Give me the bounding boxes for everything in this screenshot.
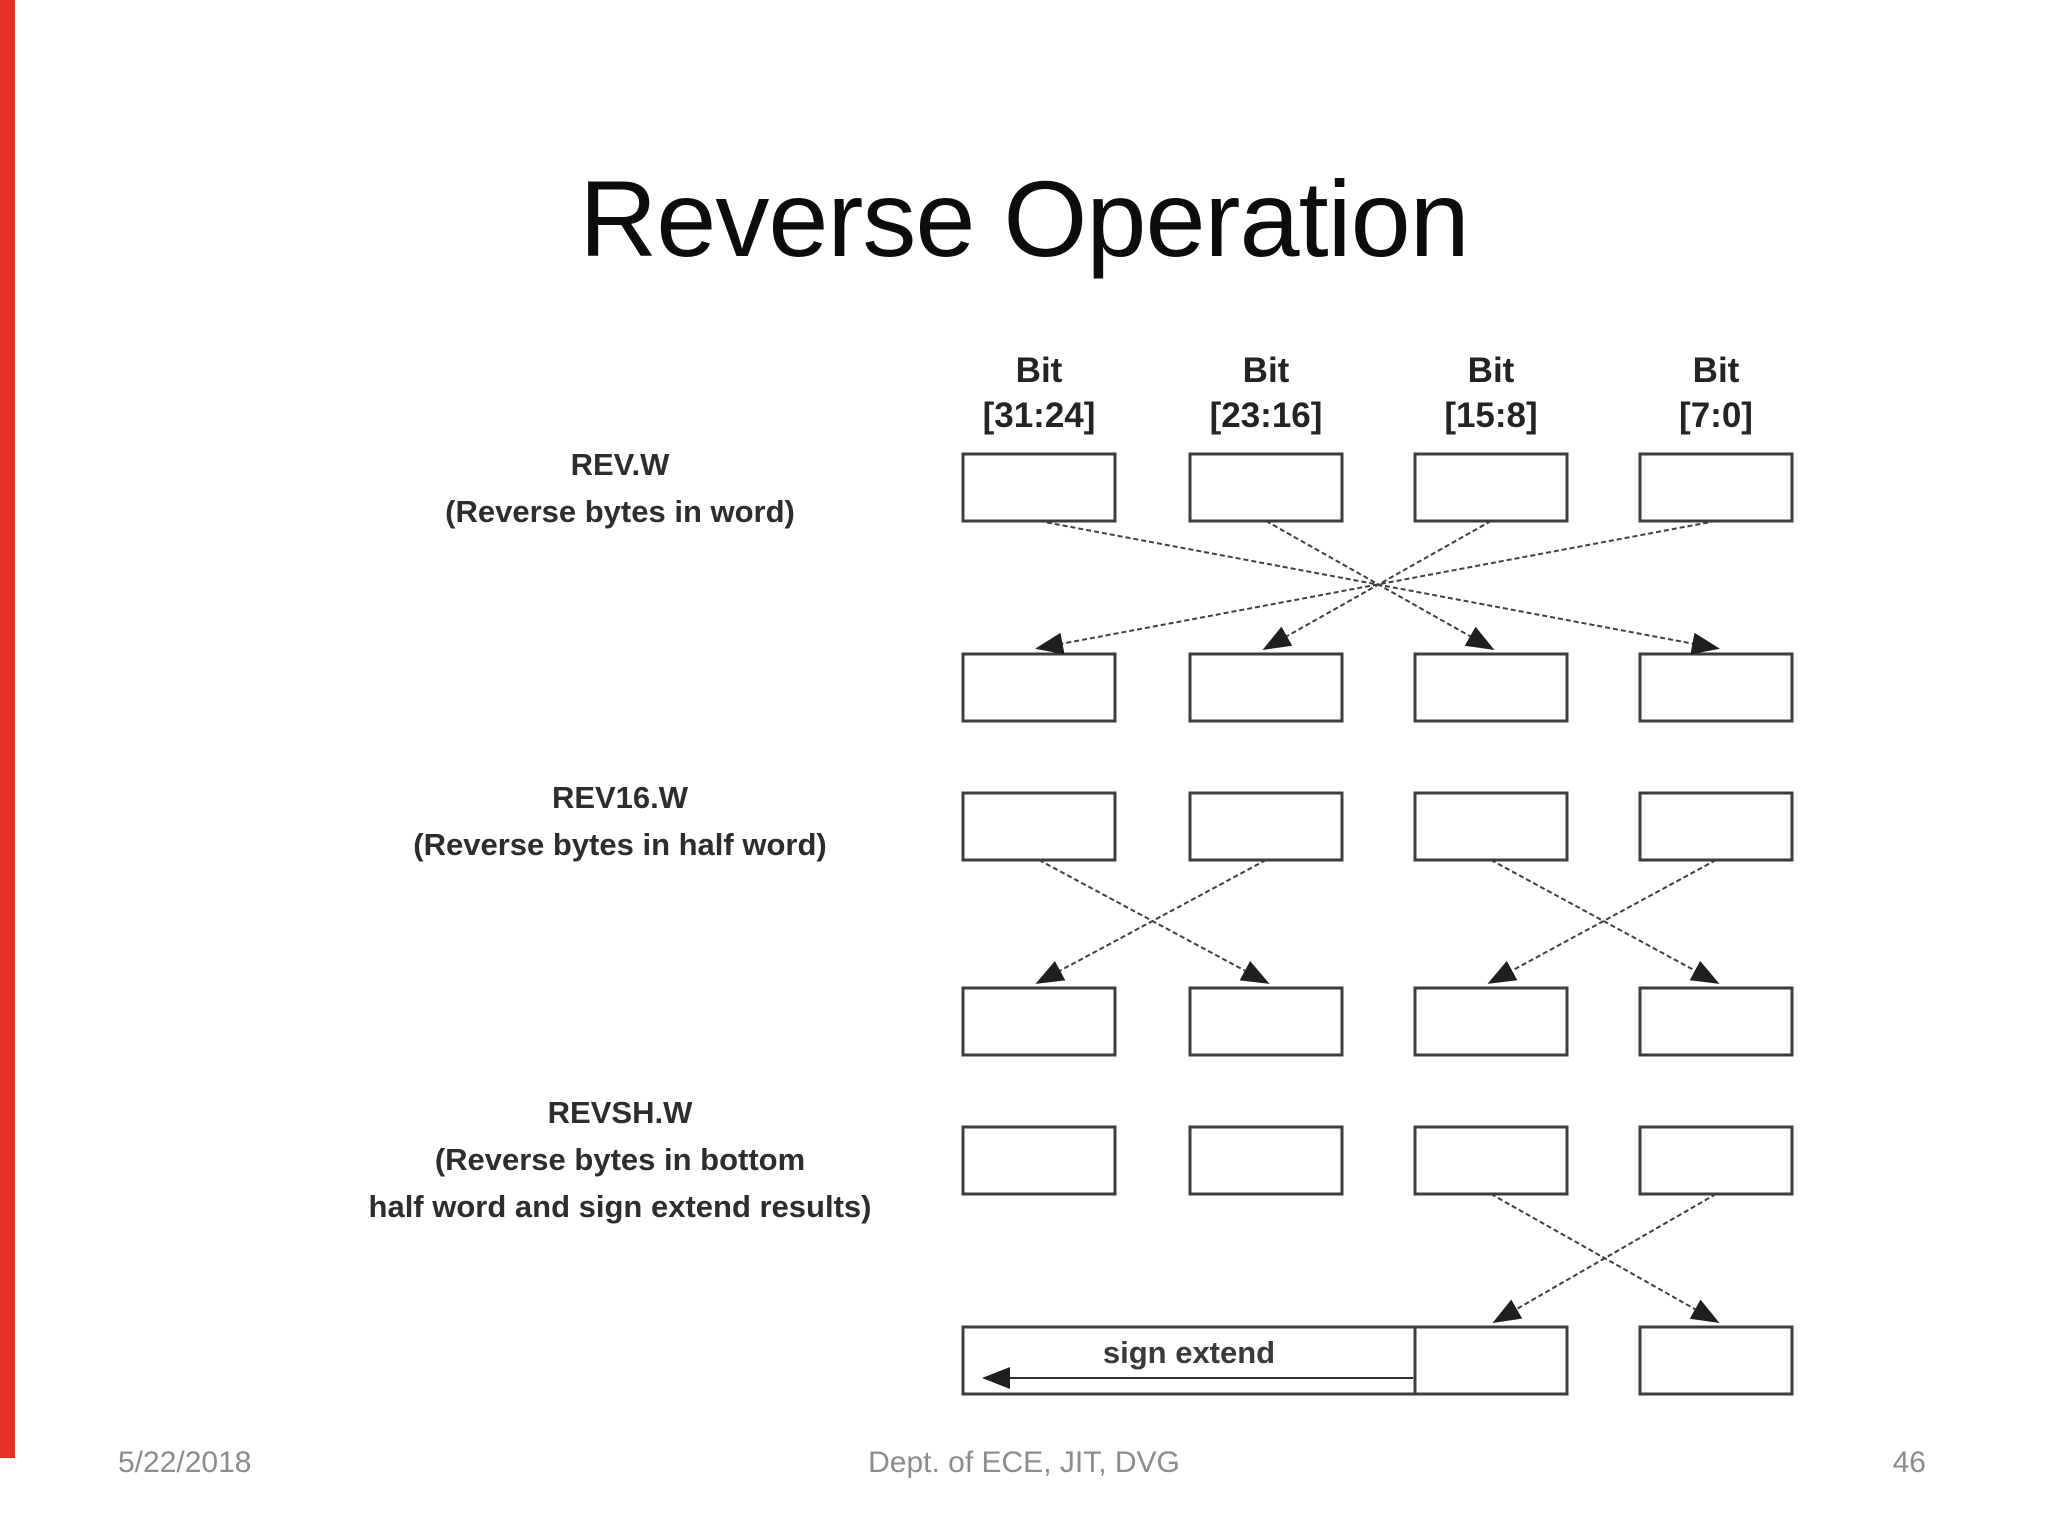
bit-label-line1: Bit — [1467, 351, 1515, 390]
bit-label-23-16: Bit [23:16] — [1166, 348, 1366, 438]
bit-label-range: [23:16] — [1209, 396, 1323, 435]
footer-department: Dept. of ECE, JIT, DVG — [868, 1446, 1180, 1479]
left-accent-bar — [0, 0, 15, 1458]
byte-box-c1 — [961, 791, 1117, 862]
rev16-arrow-3to4 — [1490, 859, 1720, 984]
instruction-name: REV.W — [570, 447, 670, 482]
byte-box-a3 — [1413, 452, 1569, 523]
rev16-arrow-2to1 — [1035, 859, 1267, 984]
byte-box-b2 — [1188, 652, 1344, 723]
byte-box-a1 — [961, 452, 1117, 523]
bit-label-range: [15:8] — [1444, 396, 1538, 435]
label-revshw: REVSH.W (Reverse bytes in bottom half wo… — [180, 1089, 1060, 1230]
instruction-desc: (Reverse bytes in word) — [445, 494, 795, 529]
byte-box-e3 — [1413, 1125, 1569, 1196]
instruction-name: REVSH.W — [547, 1095, 693, 1130]
instruction-desc: (Reverse bytes in half word) — [413, 827, 827, 862]
bit-label-line1: Bit — [1015, 351, 1063, 390]
bit-label-range: [7:0] — [1679, 396, 1753, 435]
bit-label-line1: Bit — [1692, 351, 1740, 390]
instruction-desc: half word and sign extend results) — [368, 1189, 872, 1224]
byte-box-b4 — [1638, 652, 1794, 723]
label-rev16w: REV16.W (Reverse bytes in half word) — [180, 774, 1060, 868]
byte-box-f4 — [1638, 1325, 1794, 1396]
sign-extend-box — [961, 1325, 1569, 1396]
sign-extend-label: sign extend — [1102, 1335, 1276, 1370]
instruction-name: REV16.W — [551, 780, 689, 815]
byte-box-e4 — [1638, 1125, 1794, 1196]
byte-box-a2 — [1188, 452, 1344, 523]
byte-box-d1 — [961, 986, 1117, 1057]
label-revw: REV.W (Reverse bytes in word) — [180, 441, 1060, 535]
revsh-arrow-3to4 — [1490, 1193, 1720, 1323]
byte-box-b1 — [961, 652, 1117, 723]
footer-date: 5/22/2018 — [118, 1446, 252, 1479]
footer-page-number: 46 — [1892, 1446, 1926, 1479]
byte-box-d4 — [1638, 986, 1794, 1057]
byte-box-a4 — [1638, 452, 1794, 523]
byte-box-d2 — [1188, 986, 1344, 1057]
byte-box-c3 — [1413, 791, 1569, 862]
byte-box-e1 — [961, 1125, 1117, 1196]
bit-label-15-8: Bit [15:8] — [1391, 348, 1591, 438]
bit-label-line1: Bit — [1242, 351, 1290, 390]
revw-arrow-3to2 — [1262, 520, 1492, 650]
byte-box-c2 — [1188, 791, 1344, 862]
bit-label-31-24: Bit [31:24] — [939, 348, 1139, 438]
bit-label-range: [31:24] — [982, 396, 1096, 435]
page-title: Reverse Operation — [579, 158, 1469, 280]
byte-box-e2 — [1188, 1125, 1344, 1196]
instruction-desc: (Reverse bytes in bottom — [434, 1142, 806, 1177]
byte-box-c4 — [1638, 791, 1794, 862]
rev16-arrow-4to3 — [1487, 859, 1717, 984]
byte-box-d3 — [1413, 986, 1569, 1057]
byte-box-b3 — [1413, 652, 1569, 723]
revsh-arrow-4to3 — [1492, 1193, 1717, 1323]
revw-arrow-4to1 — [1035, 520, 1717, 655]
bit-label-7-0: Bit [7:0] — [1616, 348, 1816, 438]
